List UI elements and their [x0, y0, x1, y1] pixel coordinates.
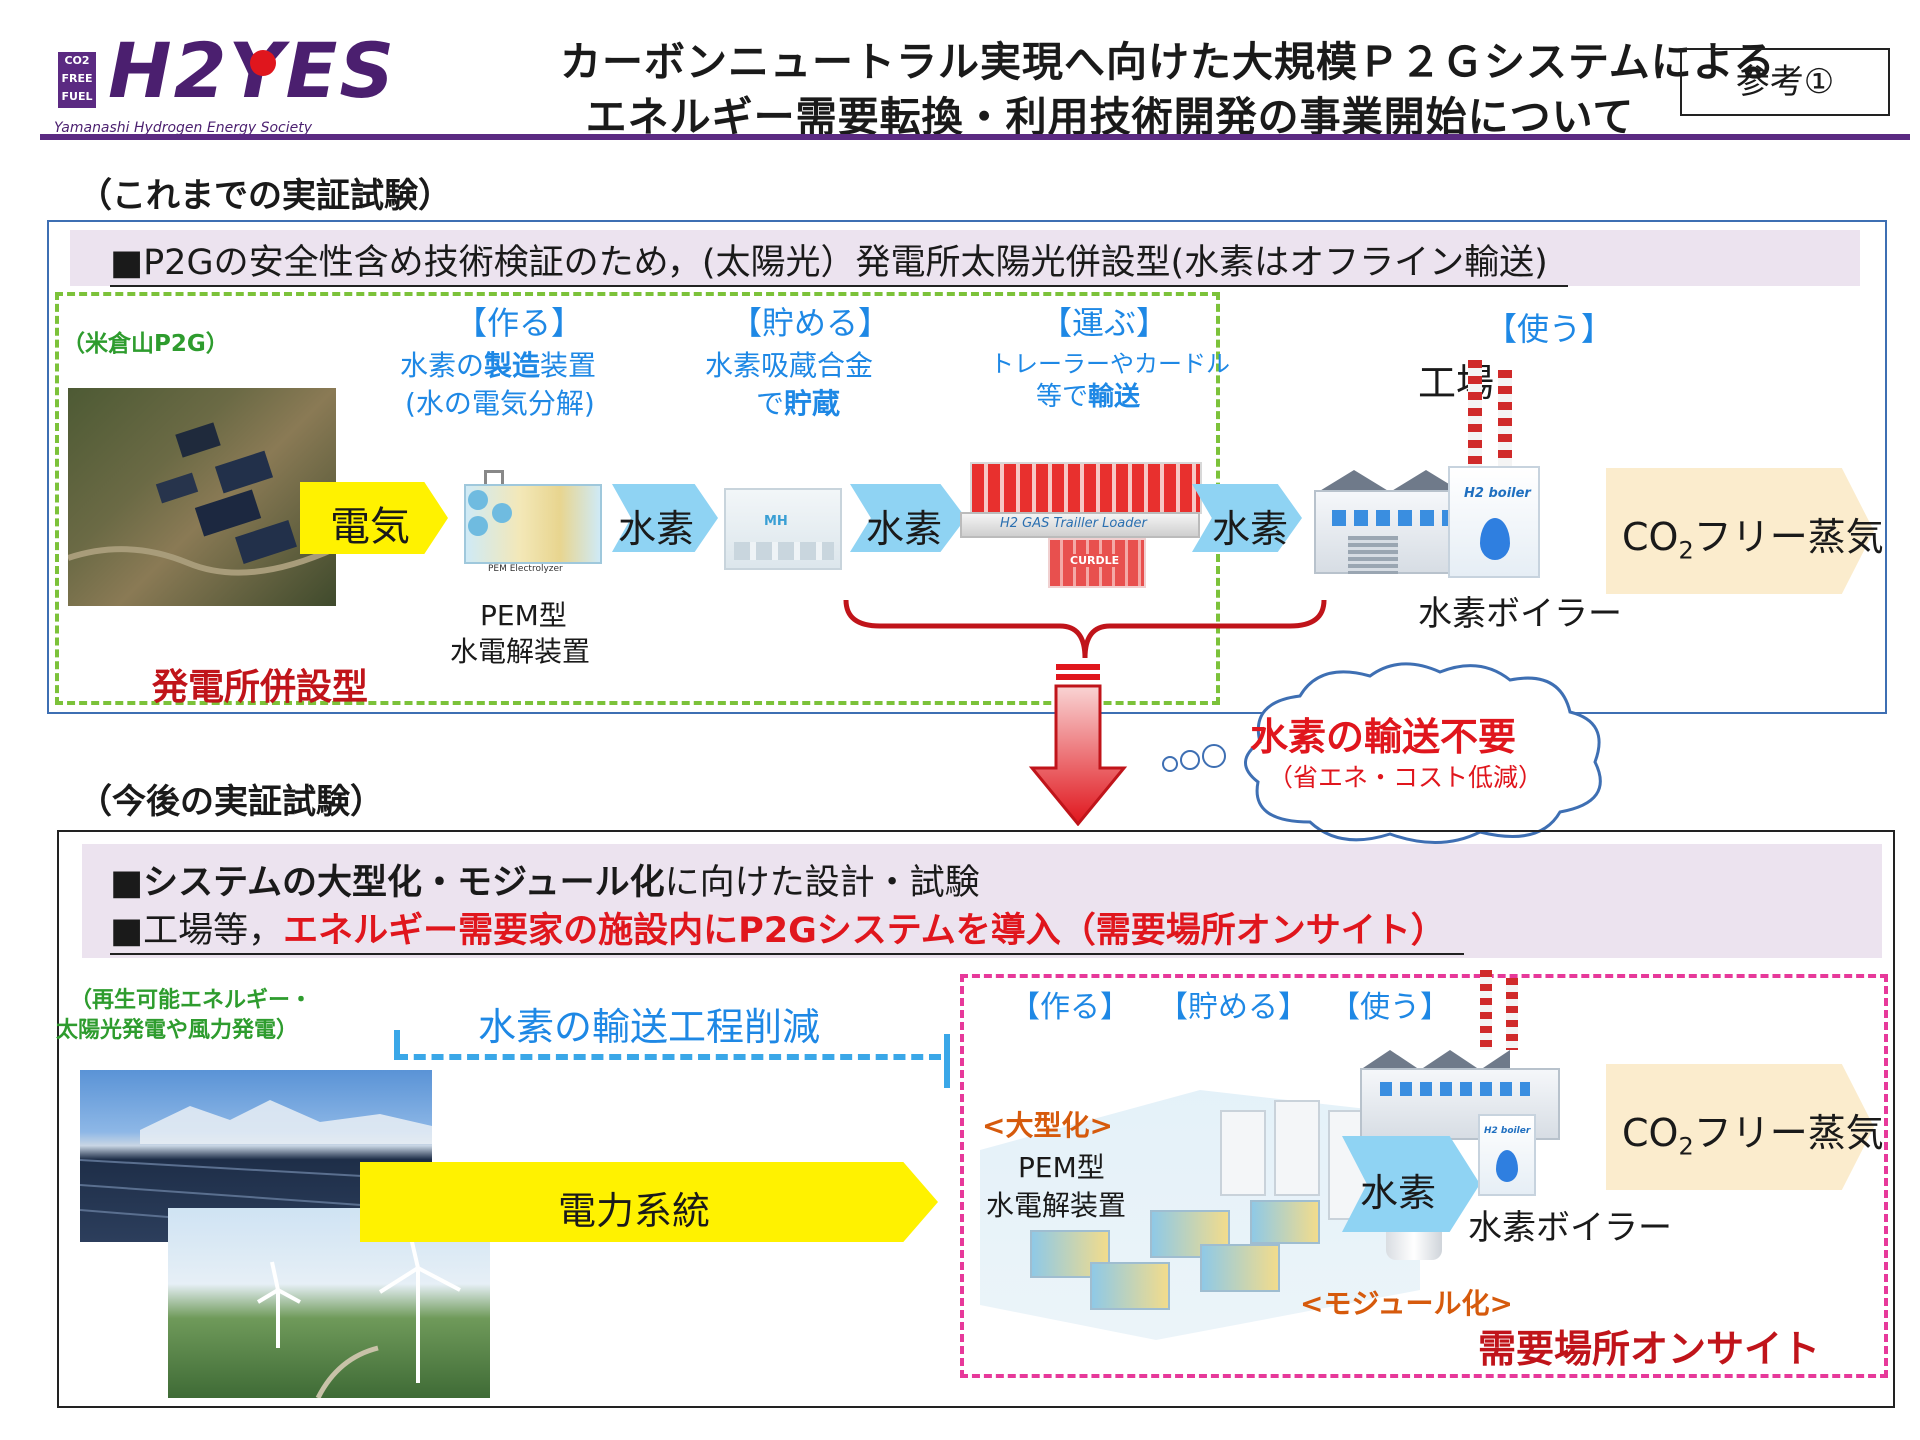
colocated-label: 発電所併設型 [152, 667, 369, 708]
electrolyzer-module-4 [1200, 1244, 1280, 1292]
transport-bracket [843, 599, 1327, 659]
renewables-line1: （再生可能エネルギー・ [70, 988, 313, 1013]
carry-line2: 等で輸送 [1036, 382, 1141, 412]
hydrogen-arrow-1-label: 水素 [618, 507, 695, 551]
onsite-factory-icon [1360, 970, 1580, 1150]
transport-reduction-line [396, 1054, 941, 1060]
future-banner [82, 844, 1882, 958]
onsite-pem-line1: PEM型 [1018, 1151, 1105, 1184]
carry-line1: トレーラーやカードル [990, 350, 1230, 378]
co2-free-steam-arrow [1606, 468, 1874, 594]
section-heading-past: （これまでの実証試験） [78, 176, 452, 216]
electrolyzer-module-3 [1150, 1210, 1230, 1258]
past-banner [70, 230, 1860, 286]
pem-electrolyzer-icon: PEM Electrolyzer [458, 470, 608, 578]
onsite-use-tag: 【使う】 [1330, 990, 1450, 1025]
make-line1: 水素の製造装置 [400, 349, 597, 382]
down-arrow [1028, 664, 1128, 826]
logo-wordmark: H2YES [108, 26, 396, 115]
future-banner-line2: ■工場等，エネルギー需要家の施設内にP2Gシステムを導入（需要場所オンサイト） [110, 902, 1464, 955]
aerial-solar-photo [68, 388, 336, 606]
co2-free-steam-label: CO2フリー蒸気 [1622, 515, 1884, 565]
page-title-line1: カーボンニュートラル実現へ向けた大規模Ｐ２Ｇシステムによる [560, 38, 1776, 86]
page-title-line2: エネルギー需要転換・利用技術開発の事業開始について [585, 93, 1635, 141]
use-tag: 【使う】 [1485, 310, 1614, 348]
header-divider [40, 134, 1910, 140]
power-grid-label: 電力系統 [558, 1189, 711, 1233]
storage-cabinet-1 [1220, 1110, 1266, 1196]
logo-red-dot-icon [250, 50, 276, 76]
make-line2: (水の電気分解) [405, 387, 595, 420]
power-grid-arrow [360, 1162, 938, 1242]
onsite-boiler-icon: H2 boiler [1478, 1114, 1536, 1196]
make-tag: 【作る】 [455, 304, 584, 342]
pem-label-line2: 水電解装置 [450, 635, 591, 668]
hydrogen-arrow-2-label: 水素 [866, 507, 943, 551]
section-heading-future: （今後の実証試験） [78, 782, 384, 822]
electrolyzer-module-5 [1250, 1200, 1320, 1244]
carry-tag: 【運ぶ】 [1040, 304, 1169, 342]
transport-reduction-tick-left [394, 1030, 400, 1060]
electrolyzer-module-2 [1090, 1262, 1170, 1310]
onsite-co2-free-steam-label: CO2フリー蒸気 [1622, 1111, 1884, 1161]
onsite-hydrogen-label: 水素 [1360, 1171, 1437, 1215]
future-trial-panel [57, 830, 1895, 1408]
onsite-dashed-frame [960, 974, 1888, 1378]
site-label: （米倉山P2G） [62, 331, 229, 357]
gas-trailer-icon: H2 GAS Trailler Loader [960, 452, 1210, 542]
onsite-co2-free-steam-arrow [1606, 1064, 1874, 1190]
onsite-boiler-label: 水素ボイラー [1468, 1208, 1672, 1248]
thought-cloud [1162, 662, 1602, 844]
store-line2: で貯蔵 [756, 387, 841, 420]
onsite-store-tag: 【貯める】 [1158, 990, 1308, 1025]
past-trial-panel [47, 220, 1887, 714]
cloud-main-text: 水素の輸送不要 [1250, 715, 1517, 759]
metal-hydride-tank-icon: MH [724, 488, 842, 570]
hydrogen-arrow-3-label: 水素 [1212, 507, 1289, 551]
transport-reduction-label: 水素の輸送工程削減 [478, 1005, 821, 1049]
onsite-pem-line2: 水電解装置 [986, 1189, 1127, 1222]
onsite-make-tag: 【作る】 [1010, 990, 1130, 1025]
transport-reduction-tick-right [944, 1034, 950, 1088]
renewables-line2: 太陽光発電や風力発電） [56, 1018, 299, 1043]
scale-up-label: <大型化> [982, 1109, 1113, 1142]
electricity-arrow [300, 482, 448, 554]
logo-subtitle: Yamanashi Hydrogen Energy Society [54, 120, 313, 136]
pem-label-line1: PEM型 [480, 599, 567, 632]
store-line1: 水素吸蔵合金 [705, 349, 874, 382]
boiler-label: 水素ボイラー [1418, 594, 1622, 634]
electricity-label: 電気 [330, 504, 410, 550]
cloud-sub-text: （省エネ・コスト低減） [1268, 763, 1544, 792]
future-banner-line1: ■システムの大型化・モジュール化に向けた設計・試験 [110, 863, 980, 903]
curdle-icon: CURDLE [1048, 538, 1146, 588]
hydrogen-boiler-icon: H2 boiler [1448, 466, 1540, 578]
storage-cabinet-2 [1274, 1100, 1320, 1196]
store-tag: 【貯める】 [730, 304, 891, 342]
onsite-label: 需要場所オンサイト [1478, 1327, 1821, 1371]
modular-label: <モジュール化> [1300, 1287, 1513, 1320]
past-banner-text: ■P2Gの安全性含め技術検証のため，(太陽光）発電所太陽光併設型(水素はオフライ… [110, 234, 1568, 287]
reference-badge: 参考① [1680, 48, 1890, 116]
